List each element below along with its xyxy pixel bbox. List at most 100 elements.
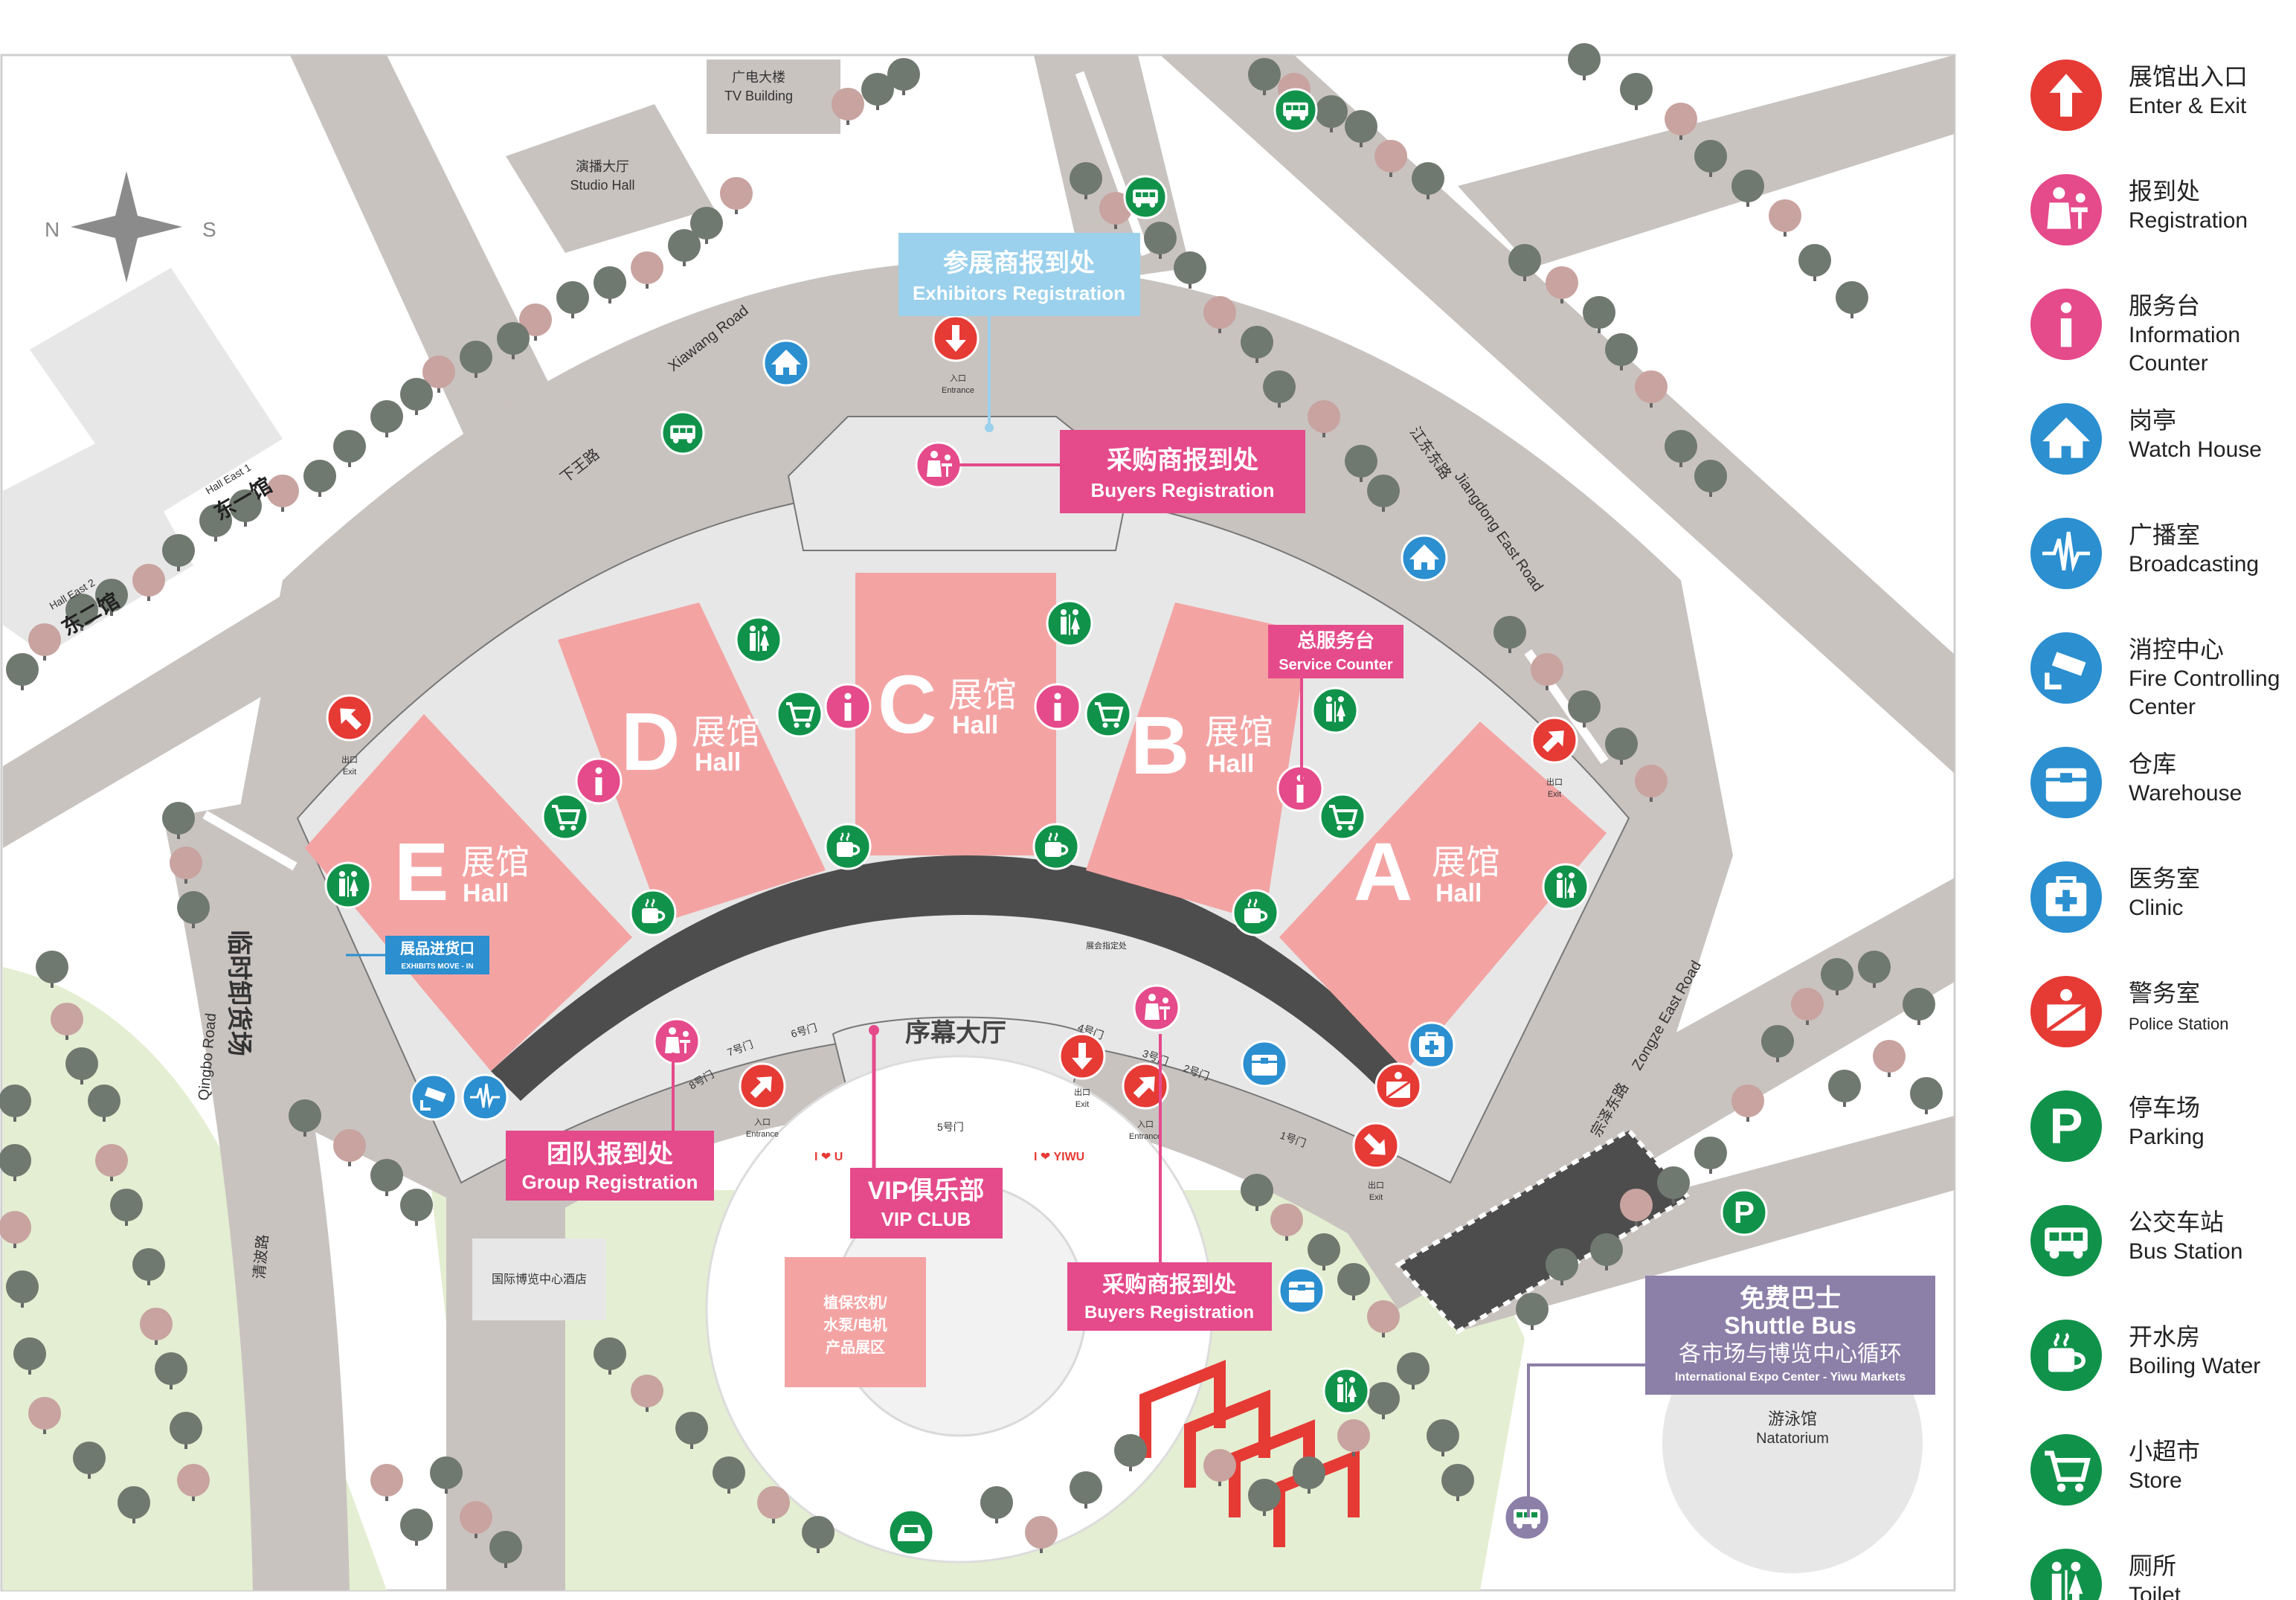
legend-label-en: Registration: [2129, 208, 2248, 233]
legend-label-cn: 停车场: [2129, 1094, 2200, 1121]
shuttle-bus-callout[interactable]: [1645, 1276, 1935, 1395]
tree: [1791, 988, 1824, 1025]
legend-label-cn: 岗亭: [2129, 407, 2176, 434]
tree: [1345, 110, 1377, 147]
map-icons: [324, 88, 1768, 1556]
tree: [170, 846, 202, 884]
taxi-icon: [887, 1509, 935, 1556]
buyers-registration-bottom-callout[interactable]: [1067, 1262, 1272, 1331]
tree: [289, 1099, 321, 1137]
group-registration-callout[interactable]: [506, 1131, 714, 1201]
toilet-c-icon: [1046, 600, 1093, 647]
clinic-map-icon: [1408, 1021, 1456, 1069]
tree: [1427, 1419, 1459, 1456]
tree: [370, 1159, 403, 1196]
tree: [1367, 475, 1400, 512]
tree: [1070, 1471, 1102, 1509]
tree: [370, 1464, 403, 1501]
hall-e-letter: E: [394, 826, 448, 918]
tree: [887, 58, 920, 95]
tree: [489, 1531, 522, 1568]
plaza-sign-left: I ❤ U: [814, 1151, 843, 1163]
bus-top-icon: [1123, 175, 1168, 219]
toilet-e-icon: [324, 861, 372, 909]
tree: [177, 891, 210, 928]
tree: [1248, 1479, 1281, 1516]
vip-club-en: VIP CLUB: [881, 1208, 971, 1230]
buyers-registration-top-callout[interactable]: [1060, 430, 1305, 513]
vip-club-callout[interactable]: [850, 1168, 1003, 1238]
hotel-shape: [472, 1238, 606, 1320]
legend-label-en: Enter & Exit: [2129, 94, 2247, 118]
hall-a-en: Hall: [1435, 879, 1482, 907]
right-exit-cn: 出口: [1546, 777, 1563, 787]
tree: [1070, 162, 1102, 199]
tree: [980, 1486, 1013, 1523]
natatorium-en: Natatorium: [1756, 1430, 1829, 1447]
exhibitors-registration-cn: 参展商报到处: [943, 249, 1095, 277]
tree: [132, 564, 165, 601]
service-counter-callout[interactable]: [1268, 625, 1403, 678]
exit-right-icon: [1531, 716, 1578, 764]
tree: [162, 802, 195, 839]
parking-structure: [1395, 1128, 1692, 1334]
tv-building-en: TV Building: [724, 89, 793, 103]
tree: [303, 460, 336, 497]
tree: [1508, 244, 1541, 281]
agri-zone-line2: 水泵/电机: [823, 1316, 887, 1334]
warehouse-park-icon: [1278, 1267, 1325, 1314]
temp-unload-label: 临时卸货场: [225, 930, 253, 1056]
tree: [1345, 445, 1377, 482]
legend-label-cn: 小超市: [2129, 1438, 2200, 1465]
bottom-left-entrance-en: Entrance: [746, 1130, 779, 1139]
tree: [1441, 1464, 1474, 1501]
tree: [333, 1129, 366, 1166]
tree: [1910, 1077, 1943, 1114]
service-counter-cn: 总服务台: [1297, 629, 1374, 652]
tree: [594, 266, 626, 303]
tree: [1397, 1352, 1430, 1389]
tree: [1694, 460, 1727, 497]
tree: [155, 1352, 187, 1389]
studio-hall-cn: 演播大厅: [576, 159, 629, 174]
legend-label-en: Bus Station: [2129, 1239, 2242, 1264]
exhibitors-registration-en: Exhibitors Registration: [913, 282, 1125, 304]
exhibits-move-in-callout[interactable]: [385, 936, 489, 974]
shuttle-bus-en: Shuttle Bus: [1724, 1312, 1856, 1339]
tree: [118, 1486, 150, 1523]
shuttle-bus-cn: 免费巴士: [1740, 1285, 1841, 1313]
bottom-far-exit-cn: 出口: [1368, 1180, 1384, 1190]
tree: [6, 1270, 39, 1308]
hall-a-letter: A: [1354, 826, 1412, 918]
hall-c-cn: 展馆: [948, 675, 1017, 714]
hall-b-letter: B: [1131, 700, 1189, 791]
legend-label-cn: 仓库: [2129, 751, 2176, 777]
tree: [88, 1085, 120, 1122]
tree: [1903, 988, 1935, 1025]
bus-top-right-icon: [1273, 88, 1318, 132]
cart-icon: [2030, 1434, 2102, 1506]
left-exit-en: Exit: [343, 768, 356, 777]
bottom-center-exit-en: Exit: [1075, 1100, 1089, 1109]
tree: [1635, 765, 1668, 802]
exhibitors-registration-callout[interactable]: [898, 233, 1140, 316]
police-map-icon: [1374, 1062, 1422, 1110]
legend-label-cn: 消控中心: [2129, 636, 2224, 663]
hall-b-shape: [1086, 603, 1309, 922]
tree: [631, 251, 663, 289]
tree: [199, 504, 232, 542]
store-c-icon: [1084, 690, 1132, 738]
tree: [519, 303, 552, 341]
tree: [370, 400, 403, 437]
legend-label-en: Watch House: [2129, 437, 2262, 462]
service-counter-en: Service Counter: [1279, 657, 1393, 673]
qingbo-road-cn: 清波路: [251, 1234, 271, 1280]
tree: [1694, 140, 1727, 177]
registration-top-icon: [915, 441, 962, 489]
watch-house-right-icon: [1401, 534, 1448, 582]
tree: [1337, 1263, 1370, 1300]
tree: [1315, 95, 1348, 132]
tree: [229, 489, 262, 527]
